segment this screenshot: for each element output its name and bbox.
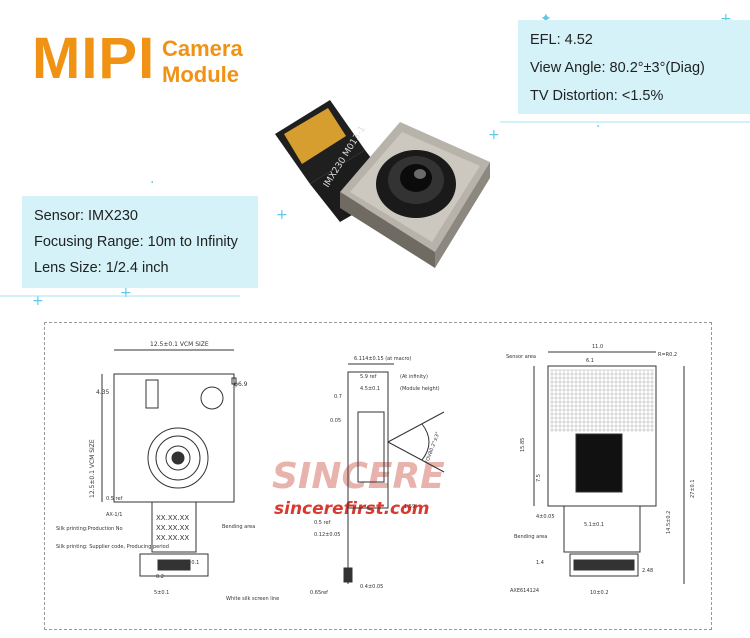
side-lens [357,411,385,483]
back-dim-mid: 7.5 [536,474,542,482]
back-grid [550,369,654,432]
back-dim-conn: 10±0.2 [590,590,609,596]
vcm-outline [113,373,235,503]
spec-tv-distortion: TV Distortion: <1.5% [530,88,664,104]
connector-area [139,553,209,577]
front-dim-hole: ϕ6.9 [234,381,248,388]
lens-ring-mid [155,435,201,481]
back-dim-flex: 5.1±0.1 [584,522,604,528]
side-body [347,371,389,509]
spec-box-right: EFL: 4.52 View Angle: 80.2°±3°(Diag) TV … [518,20,750,114]
title-mipi: MIPI [32,26,156,91]
front-dim-small-a: 0.2 [156,574,164,580]
front-dim-side: 4.35 [96,389,110,396]
lens-ring-outer [147,427,209,489]
front-label-white-silk: White silk screen line [226,596,279,602]
side-dim-macro: 6.114±0.15 (at macro) [354,356,411,362]
sparkle-icon: · [150,175,155,191]
spec-efl: EFL: 4.52 [530,32,593,48]
spec-sensor: Sensor: IMX230 [34,208,138,224]
sparkle-icon: + [32,293,44,309]
back-dim-bottom: 4±0.05 [536,514,555,520]
watermark-url: sincerefirst.com [274,499,430,519]
sensor-area [575,433,623,493]
back-dim-h2: 2.48 [642,568,653,574]
side-dim-012: 0.12±0.05 [314,532,340,538]
sparkle-icon: · [596,119,601,135]
lens-ring-inner [165,445,191,471]
lens [376,150,456,218]
lens-aperture [171,451,185,465]
back-label-bending: Bending area [514,534,547,540]
back-dim-inner: 6.1 [586,358,594,364]
sparkle-icon: + [720,11,732,27]
front-silk-text-2: XX.XX.XX [156,524,189,532]
side-dim-ref: 5.9 ref [360,374,377,380]
sparkle-icon: ✦ [540,11,552,27]
back-dim-r: R=R0.2 [658,352,677,358]
front-label-silk-prod: Silk printing:Production No [56,526,123,532]
title-camera-module: Camera Module [162,36,243,88]
side-view [343,363,445,584]
technical-drawing: SINCERE sincerefirst.com 12.5±0.1 VCM SI… [56,341,696,602]
title-sub-line1: Camera [162,36,243,61]
back-flex [563,505,641,553]
spec-view-angle: View Angle: 80.2°±3°(Diag) [530,60,705,76]
front-dim-left: 12.5±0.1 VCM SIZE [89,439,96,498]
side-dim-05ref: 0.5 ref [314,520,331,526]
technical-drawing-frame [44,322,712,630]
side-dim-005: 0.05 [330,418,341,424]
front-label-bending: Bending area [222,524,255,530]
title-sub-line2: Module [162,62,239,87]
back-dim-left: 1.4 [536,560,544,566]
back-dim-top: 11.0 [592,344,603,350]
back-dim-side: 14.5±0.2 [666,511,672,534]
front-dim-small-c: 5±0.1 [154,590,169,596]
front-dim-small-b: 2±0.1 [184,560,199,566]
hole-circle [200,386,224,410]
spec-lens-size: Lens Size: 1/2.4 inch [34,260,169,276]
front-view [101,349,237,577]
back-conn-label: AXE614124 [510,588,539,594]
side-connector [343,567,353,583]
fov-line-1 [387,411,445,443]
side-dim-04: 0.4±0.05 [360,584,383,590]
fov-line-2 [387,441,445,473]
back-dim-height: 15.85 [520,438,526,452]
side-dim-infinity: (At infinity) [400,374,428,380]
fov-arc [421,423,430,461]
contact-pad [145,379,159,409]
back-connector [573,559,635,571]
watermark: SINCERE sincerefirst.com [272,456,445,519]
camera-module-photo: IMX230 M013-1 [275,100,490,268]
spec-focusing-range: Focusing Range: 10m to Infinity [34,234,238,250]
front-dim-top: 12.5±0.1 VCM SIZE [150,341,209,348]
front-ax-label: AX-1/1 [106,512,122,518]
front-silk-text-3: XX.XX.XX [156,534,189,542]
sparkle-icon: + [120,285,132,301]
side-dim-07: 0.7 [334,394,342,400]
side-dim-159: 1.59 [404,504,415,510]
flex-area [151,501,197,553]
marker [231,377,237,385]
back-view [533,351,685,584]
sparkle-icon: + [488,127,500,143]
back-label-sensor: Sensor area [506,354,536,360]
sparkle-icon: + [276,207,288,223]
side-dim-45: 4.5±0.1 [360,386,380,392]
back-dim-total: 27±0.1 [690,479,696,498]
front-silk-text-1: XX.XX.XX [156,514,189,522]
connector [157,559,191,571]
side-dim-module: (Module height) [400,386,440,392]
watermark-logo: SINCERE [272,456,445,497]
back-connector-area [569,553,639,577]
front-label-silk-supplier: Silk printing: Supplier code, Producing … [56,544,169,550]
front-dim-side2: 0.5 ref [106,496,123,502]
side-dim-065: 0.65ref [310,590,328,596]
spec-box-left: Sensor: IMX230 Focusing Range: 10m to In… [22,196,258,288]
decorative-lines [0,121,750,297]
